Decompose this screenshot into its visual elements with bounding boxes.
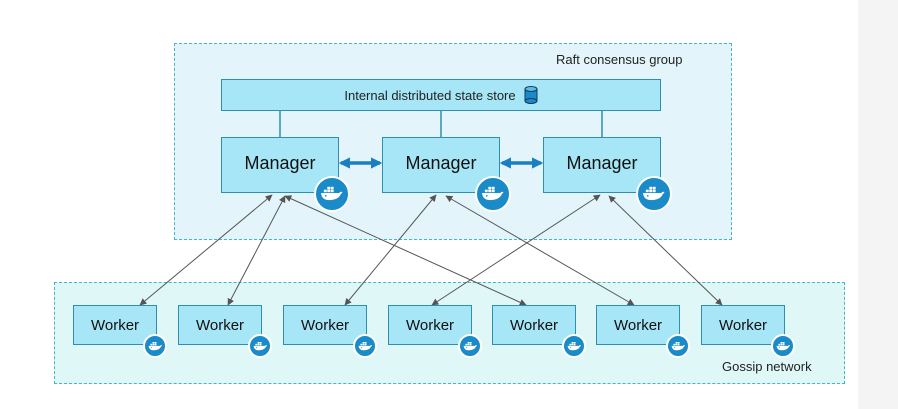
docker-whale-icon <box>636 176 672 212</box>
worker-node: Worker <box>283 305 377 358</box>
docker-whale-icon <box>458 334 482 358</box>
manager-node: Manager <box>382 137 511 212</box>
worker-manager-connection <box>139 194 273 306</box>
docker-whale-icon <box>314 176 350 212</box>
manager-node: Manager <box>543 137 672 212</box>
worker-node: Worker <box>492 305 586 358</box>
worker-label: Worker <box>405 316 455 334</box>
database-icon <box>524 86 538 104</box>
docker-whale-icon <box>475 176 511 212</box>
manager-node: Manager <box>221 137 350 212</box>
docker-whale-icon <box>143 334 167 358</box>
internal-state-store: Internal distributed state store <box>221 79 661 111</box>
worker-manager-connection <box>445 195 635 306</box>
worker-label: Worker <box>613 316 663 334</box>
worker-manager-connection <box>431 194 601 306</box>
manager-label: Manager <box>405 152 477 173</box>
store-to-manager-links <box>279 111 603 137</box>
manager-label: Manager <box>566 152 638 173</box>
manager-label: Manager <box>244 152 316 173</box>
worker-node: Worker <box>701 305 795 358</box>
docker-whale-icon <box>353 334 377 358</box>
docker-whale-icon <box>248 334 272 358</box>
worker-label: Worker <box>90 316 140 334</box>
worker-manager-connection <box>344 194 437 306</box>
raft-group-label: Raft consensus group <box>556 52 683 67</box>
right-edge-fade <box>858 0 898 409</box>
worker-label: Worker <box>300 316 350 334</box>
docker-whale-icon <box>666 334 690 358</box>
worker-manager-connection <box>608 195 723 306</box>
store-label: Internal distributed state store <box>344 87 516 103</box>
worker-manager-connection <box>227 195 286 306</box>
docker-whale-icon <box>771 334 795 358</box>
worker-label: Worker <box>195 316 245 334</box>
worker-node: Worker <box>596 305 690 358</box>
worker-node: Worker <box>73 305 167 358</box>
worker-label: Worker <box>718 316 768 334</box>
worker-node: Worker <box>388 305 482 358</box>
worker-node: Worker <box>178 305 272 358</box>
worker-manager-connection <box>284 195 527 306</box>
docker-whale-icon <box>562 334 586 358</box>
gossip-network-label: Gossip network <box>722 359 812 374</box>
worker-label: Worker <box>509 316 559 334</box>
